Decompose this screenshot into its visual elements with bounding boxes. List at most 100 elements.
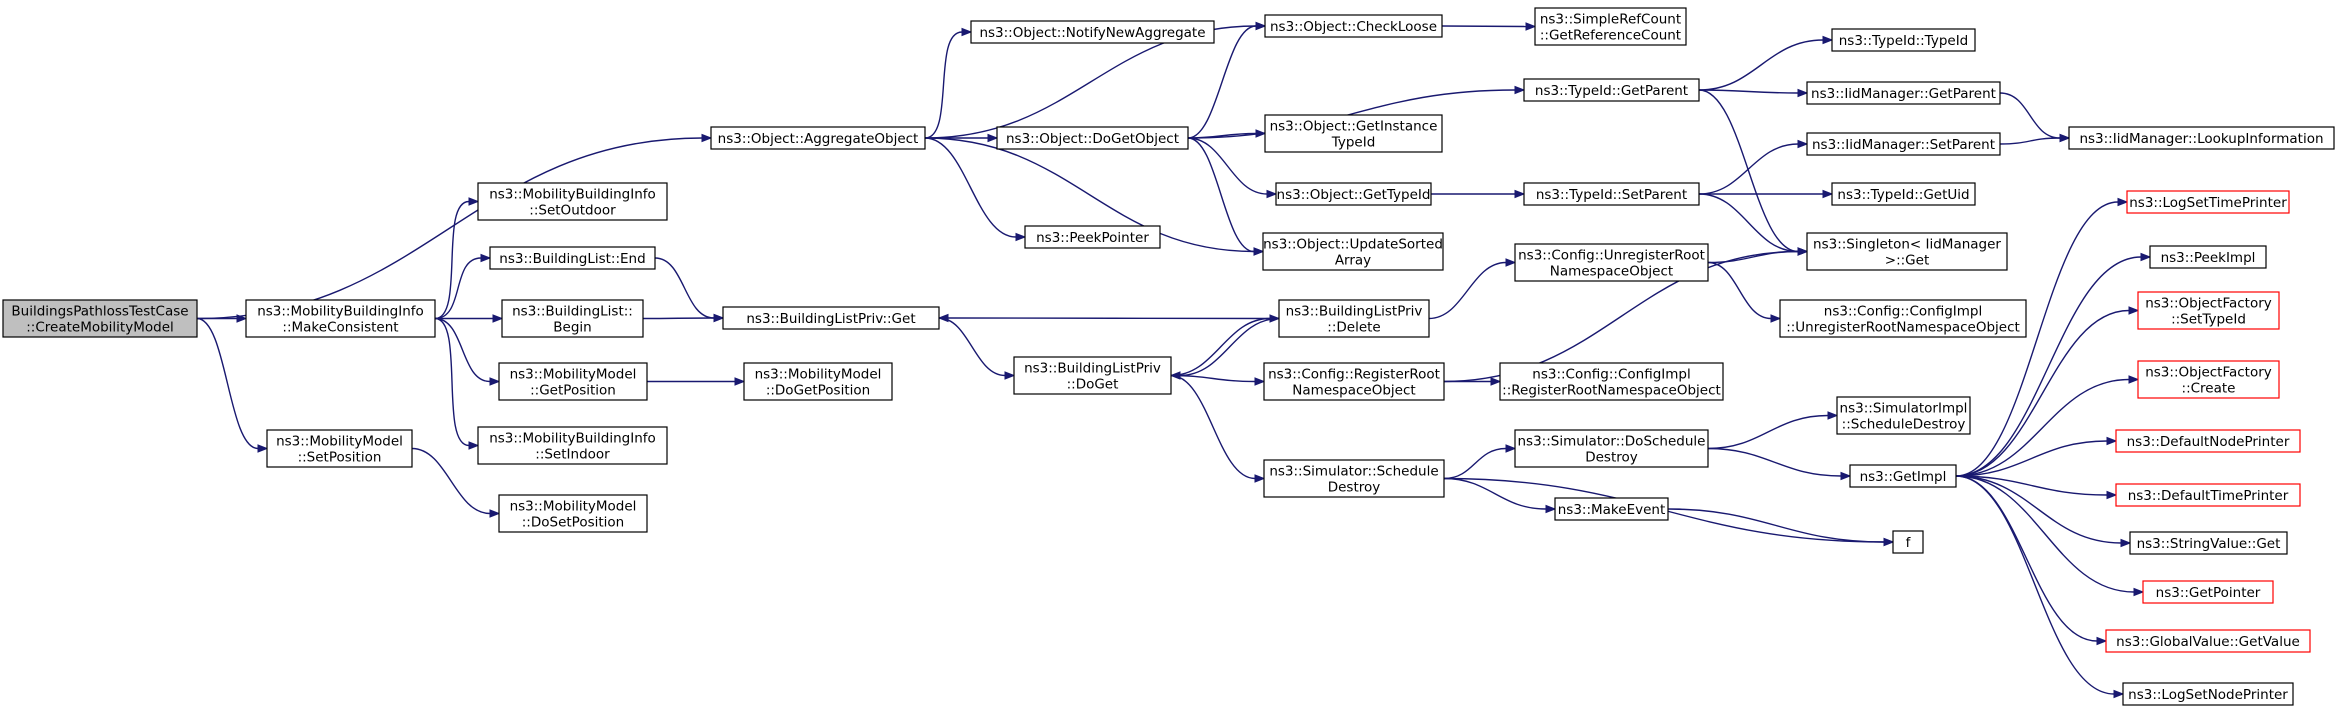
- node-root[interactable]: BuildingsPathlossTestCase::CreateMobilit…: [2, 299, 198, 338]
- arrowhead: [2096, 636, 2108, 646]
- node-tidgetuid[interactable]: ns3::TypeId::GetUid: [1831, 182, 1976, 206]
- node-dogetpos[interactable]: ns3::MobilityModel::DoGetPosition: [743, 362, 893, 401]
- node-tidtypeid[interactable]: ns3::TypeId::TypeId: [1831, 28, 1976, 52]
- node-cfgimplunreg[interactable]: ns3::Config::ConfigImpl::UnregisterRootN…: [1779, 299, 2027, 338]
- node-logsetnode[interactable]: ns3::LogSetNodePrinter: [2122, 682, 2294, 706]
- node-tidgetparent[interactable]: ns3::TypeId::GetParent: [1523, 78, 1700, 102]
- node-box: [1779, 299, 2027, 338]
- node-strvalget[interactable]: ns3::StringValue::Get: [2129, 531, 2288, 555]
- node-box: [2137, 360, 2280, 399]
- node-iidgetparent[interactable]: ns3::IidManager::GetParent: [1806, 81, 2001, 105]
- node-box: [266, 429, 413, 468]
- node-box: [1831, 28, 1976, 52]
- edge-line: [1667, 508, 1885, 543]
- node-setpos[interactable]: ns3::MobilityModel::SetPosition: [266, 429, 413, 468]
- node-cfgimplreg[interactable]: ns3::Config::ConfigImpl::RegisterRootNam…: [1499, 362, 1724, 401]
- node-label: ns3::IidManager::GetParent: [1811, 86, 1996, 102]
- node-f[interactable]: f: [1892, 530, 1924, 554]
- node-label: Begin: [553, 320, 591, 336]
- node-label: ns3::MobilityModel: [276, 434, 403, 450]
- arrowhead: [1505, 258, 1517, 267]
- node-makeevent[interactable]: ns3::MakeEvent: [1554, 497, 1669, 521]
- arrowhead: [1822, 35, 1834, 45]
- node-box: [2137, 291, 2280, 330]
- edge-tidgetparent-to-iidgetparent: [1698, 88, 1809, 98]
- node-label: f: [1906, 535, 1912, 551]
- node-label: ::SetOutdoor: [529, 203, 616, 219]
- node-refcount[interactable]: ns3::SimpleRefCount::GetReferenceCount: [1534, 7, 1687, 46]
- node-tidsetparent[interactable]: ns3::TypeId::SetParent: [1523, 182, 1700, 206]
- node-box: [489, 246, 656, 270]
- edge-line: [1698, 89, 1799, 253]
- edge-getimpl-to-defnodeprinter: [1955, 436, 2118, 477]
- arrowhead: [468, 197, 480, 206]
- node-logsettime[interactable]: ns3::LogSetTimePrinter: [2126, 190, 2290, 214]
- arrowhead: [257, 444, 269, 453]
- edge-cfgunreg-to-singleton: [1707, 247, 1809, 264]
- node-aggregate[interactable]: ns3::Object::AggregateObject: [710, 126, 926, 150]
- node-ofsettypeid[interactable]: ns3::ObjectFactory::SetTypeId: [2137, 291, 2280, 330]
- node-blprivget[interactable]: ns3::BuildingListPriv::Get: [722, 306, 940, 330]
- node-iidsetparent[interactable]: ns3::IidManager::SetParent: [1806, 132, 2001, 156]
- node-notifynew[interactable]: ns3::Object::NotifyNewAggregate: [970, 20, 1215, 44]
- arrowhead: [480, 253, 492, 263]
- node-peekimpl[interactable]: ns3::PeekImpl: [2149, 245, 2267, 269]
- edge-dogetobj-to-checkloose: [1187, 21, 1267, 139]
- node-label: ns3::SimpleRefCount: [1540, 12, 1681, 28]
- node-dosetpos[interactable]: ns3::MobilityModel::DoSetPosition: [498, 494, 648, 533]
- edge-makeevent-to-f: [1667, 508, 1895, 547]
- edge-getimpl-to-deftimeprinter: [1955, 475, 2118, 500]
- node-getpointer[interactable]: ns3::GetPointer: [2142, 580, 2274, 604]
- arrowhead: [2120, 538, 2132, 548]
- node-blprivdoget[interactable]: ns3::BuildingListPriv::DoGet: [1013, 356, 1172, 395]
- node-cfgunreg[interactable]: ns3::Config::UnregisterRootNamespaceObje…: [1514, 243, 1709, 282]
- node-mmgetpos[interactable]: ns3::MobilityModel::GetPosition: [498, 362, 648, 401]
- node-blbegin[interactable]: ns3::BuildingList::Begin: [501, 299, 644, 338]
- edge-simschedule-to-makeevent: [1443, 477, 1557, 514]
- node-box: [2129, 531, 2288, 555]
- node-dogetobj[interactable]: ns3::Object::DoGetObject: [996, 126, 1189, 150]
- edge-cfgregroot-to-cfgimplreg: [1444, 377, 1502, 386]
- edge-blprivdoget-to-blprivdelete: [1170, 314, 1281, 377]
- node-cfgregroot[interactable]: ns3::Config::RegisterRootNamespaceObject: [1263, 362, 1445, 401]
- node-label: ns3::PeekImpl: [2161, 250, 2256, 266]
- node-gvgetvalue[interactable]: ns3::GlobalValue::GetValue: [2105, 629, 2311, 653]
- node-box: [722, 306, 940, 330]
- edge-getimpl-to-logsetnode: [1955, 475, 2125, 699]
- edge-makecons-to-setoutdoor: [434, 197, 480, 320]
- arrowhead: [1004, 371, 1016, 380]
- node-ofcreate[interactable]: ns3::ObjectFactory::Create: [2137, 360, 2280, 399]
- node-makecons[interactable]: ns3::MobilityBuildingInfo::MakeConsisten…: [245, 299, 436, 338]
- node-blend[interactable]: ns3::BuildingList::End: [489, 246, 656, 270]
- node-deftimeprinter[interactable]: ns3::DefaultTimePrinter: [2115, 483, 2301, 507]
- node-peekptr[interactable]: ns3::PeekPointer: [1024, 225, 1161, 249]
- arrowhead: [1525, 22, 1537, 31]
- node-box: [498, 494, 648, 533]
- node-box: [1831, 182, 1976, 206]
- node-singleton[interactable]: ns3::Singleton< IidManager >::Get: [1806, 232, 2008, 271]
- edge-tidgetparent-to-singleton: [1698, 89, 1809, 256]
- node-defnodeprinter[interactable]: ns3::DefaultNodePrinter: [2115, 429, 2301, 453]
- node-label: ::MakeConsistent: [282, 320, 398, 336]
- node-gettypeid[interactable]: ns3::Object::GetTypeId: [1275, 182, 1432, 206]
- node-label: ::DoGet: [1067, 377, 1119, 393]
- node-label: ::UnregisterRootNamespaceObject: [1786, 320, 2020, 336]
- node-box: [710, 126, 926, 150]
- node-iidlookup[interactable]: ns3::IidManager::LookupInformation: [2068, 126, 2335, 150]
- node-getimpl[interactable]: ns3::GetImpl: [1849, 464, 1957, 488]
- node-setindoor[interactable]: ns3::MobilityBuildingInfo::SetIndoor: [477, 426, 668, 465]
- node-setoutdoor[interactable]: ns3::MobilityBuildingInfo::SetOutdoor: [477, 182, 668, 221]
- node-checkloose[interactable]: ns3::Object::CheckLoose: [1264, 14, 1443, 38]
- node-label: ns3::IidManager::LookupInformation: [2079, 131, 2323, 147]
- node-box: [1849, 464, 1957, 488]
- node-blprivdelete[interactable]: ns3::BuildingListPriv::Delete: [1278, 299, 1430, 338]
- arrowhead: [2133, 587, 2145, 597]
- node-label: ns3::Object::GetInstance: [1270, 119, 1438, 135]
- node-label: ::GetReferenceCount: [1540, 28, 1681, 44]
- node-label: ::GetPosition: [530, 383, 616, 399]
- node-simimplsched[interactable]: ns3::SimulatorImpl::ScheduleDestroy: [1836, 396, 1971, 435]
- node-simschedule[interactable]: ns3::Simulator::ScheduleDestroy: [1263, 459, 1445, 498]
